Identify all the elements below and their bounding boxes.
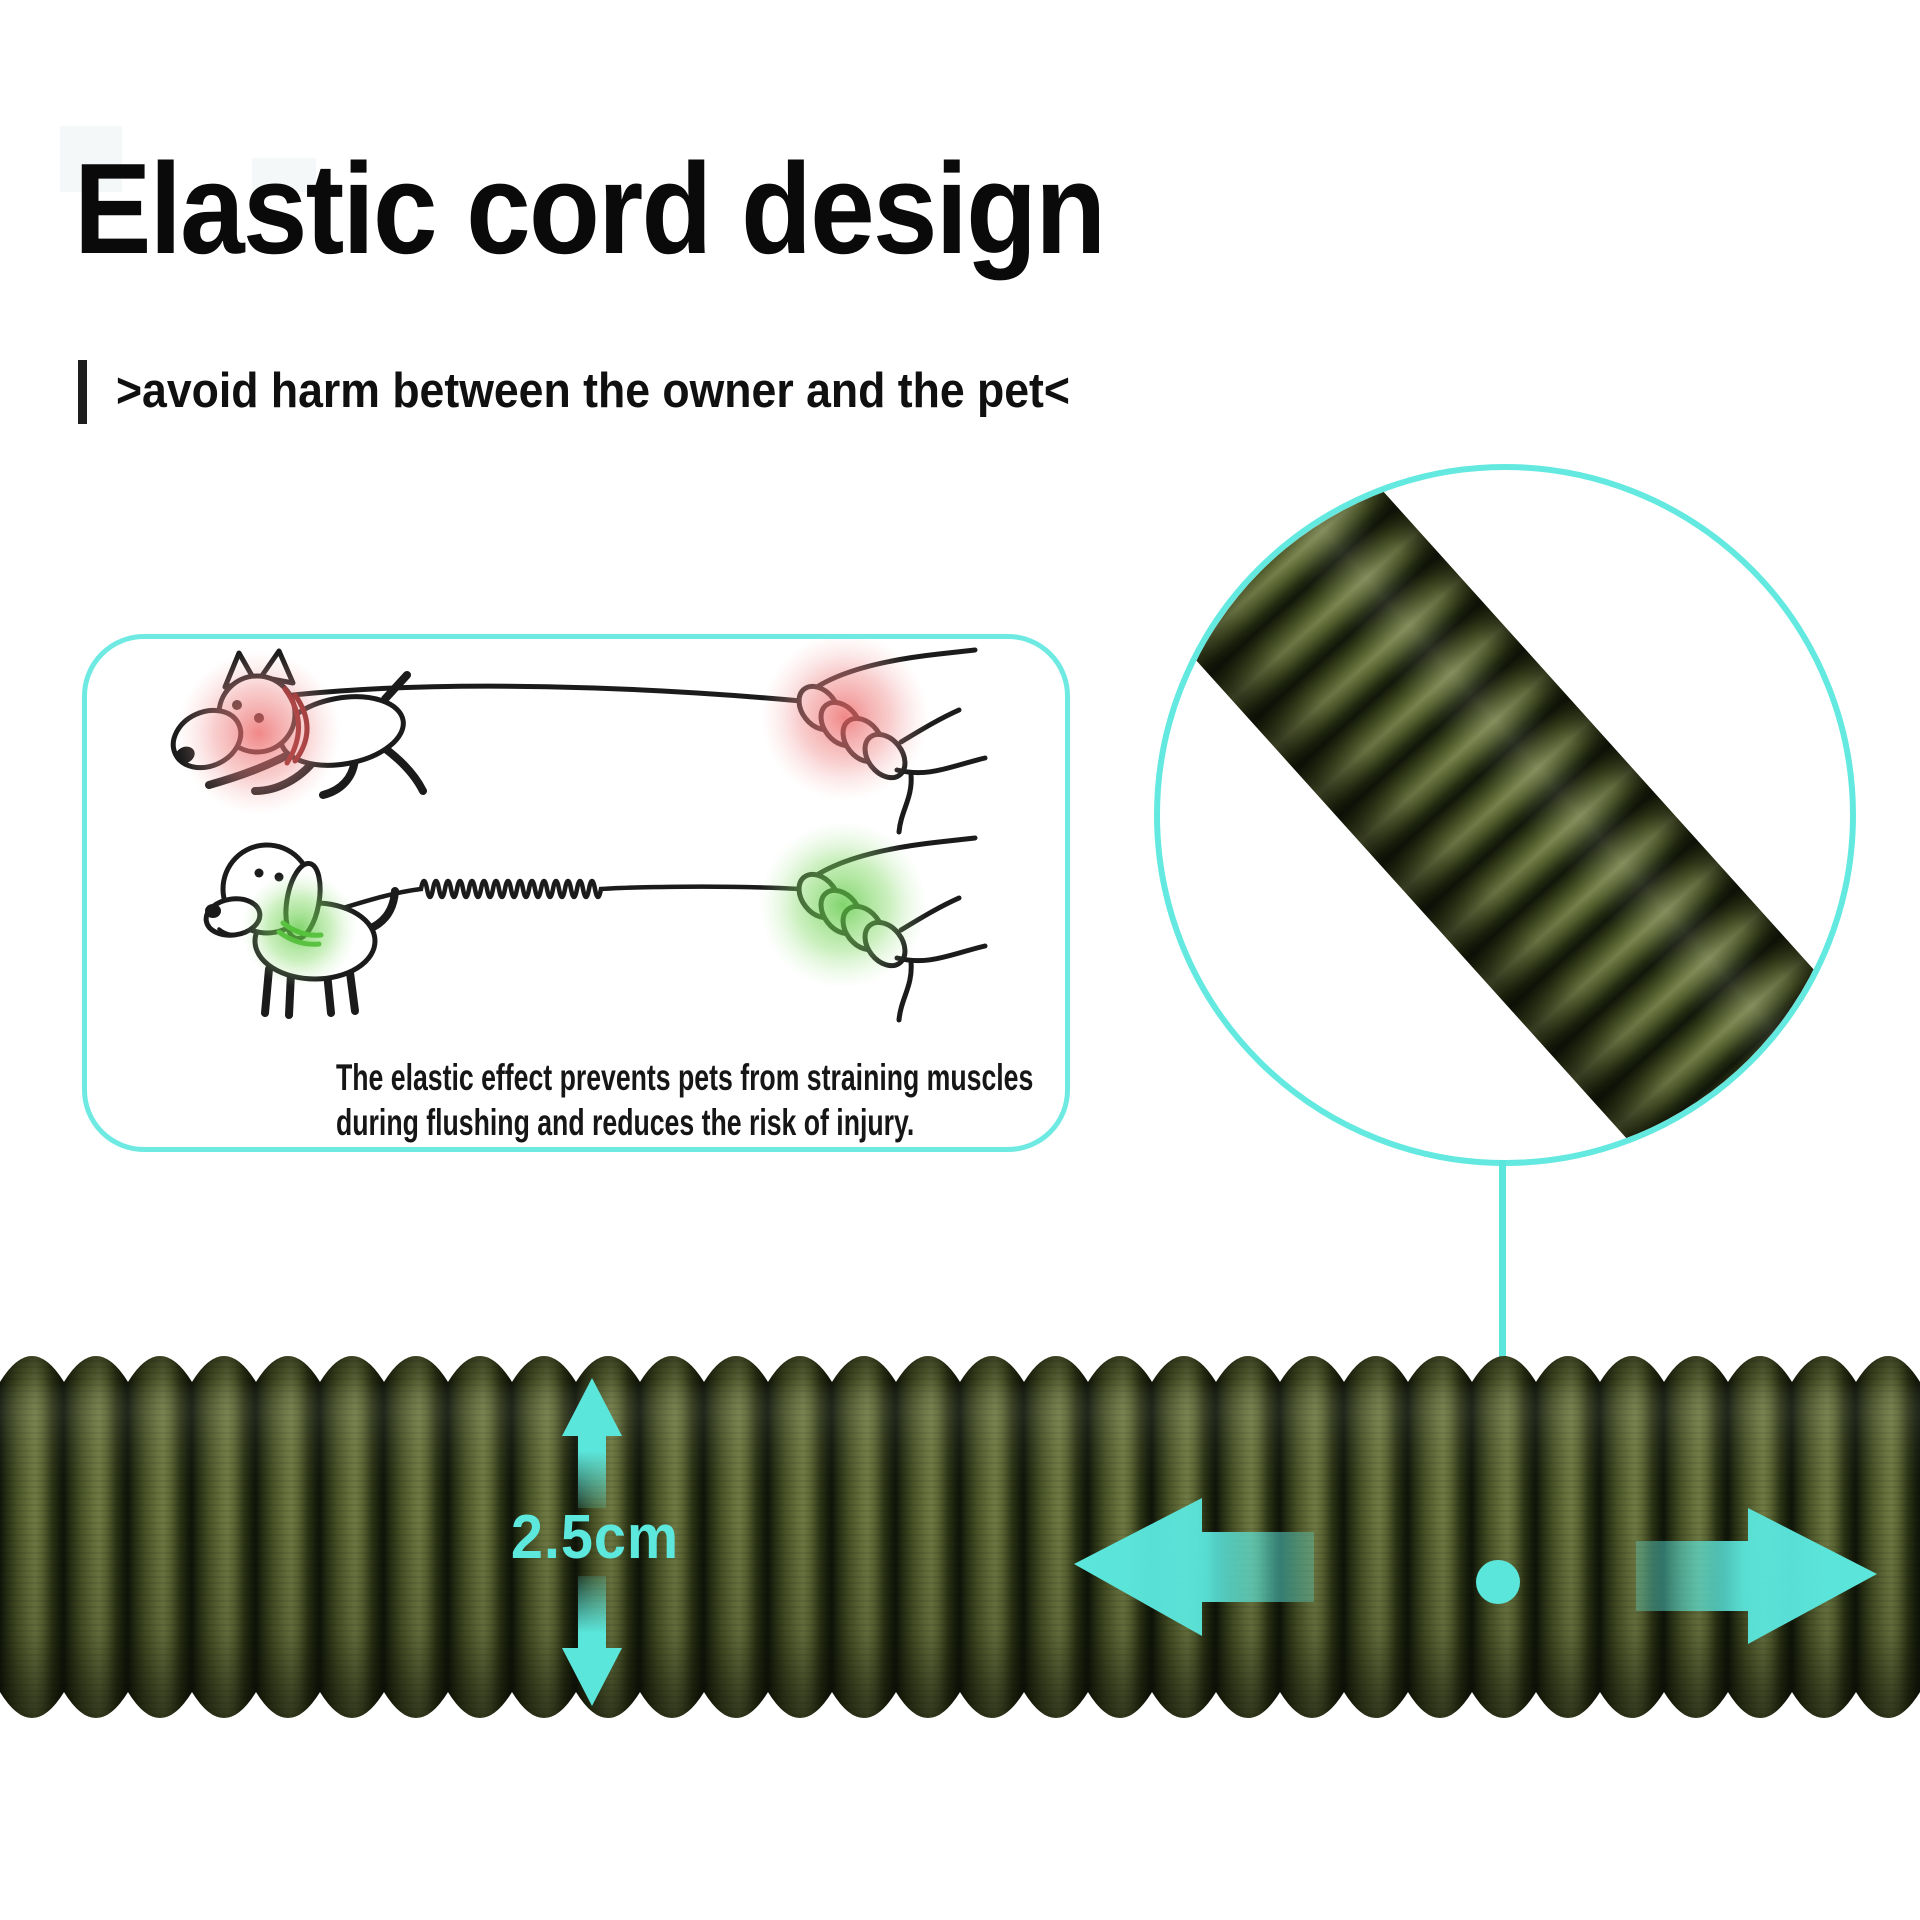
magnifier-circle	[1154, 464, 1856, 1166]
page-subtitle: >avoid harm between the owner and the pe…	[116, 364, 1070, 418]
leash-comparison-illustration	[170, 639, 1065, 1147]
pointer-dot	[1476, 1560, 1520, 1604]
magnified-cord-icon	[1160, 470, 1850, 1160]
cord-width-label: 2.5cm	[510, 1503, 680, 1572]
elastic-cord-photo	[0, 1356, 1920, 1718]
subtitle-accent-bar	[78, 360, 87, 424]
page-title: Elastic cord design	[74, 137, 1106, 281]
relaxed-glow	[759, 821, 927, 989]
infobox-caption: The elastic effect prevents pets from st…	[336, 1055, 1033, 1145]
elastic-effect-infobox: The elastic effect prevents pets from st…	[82, 634, 1070, 1152]
up-arrow-icon	[562, 1378, 622, 1508]
watermark-remnant	[252, 158, 316, 192]
watermark-remnant	[60, 126, 122, 192]
cord-annotations	[562, 1378, 1877, 1706]
caption-line-1: The elastic effect prevents pets from st…	[336, 1057, 1034, 1098]
strain-glow	[761, 639, 929, 801]
taut-leash-icon	[290, 683, 804, 704]
left-arrow-icon	[1074, 1498, 1314, 1636]
strain-glow	[177, 651, 341, 815]
relaxed-glow	[241, 871, 357, 987]
caption-line-2: during flushing and reduces the risk of …	[336, 1102, 915, 1143]
spring-leash-icon	[298, 878, 804, 924]
right-arrow-icon	[1636, 1508, 1877, 1644]
down-arrow-icon	[562, 1576, 622, 1706]
